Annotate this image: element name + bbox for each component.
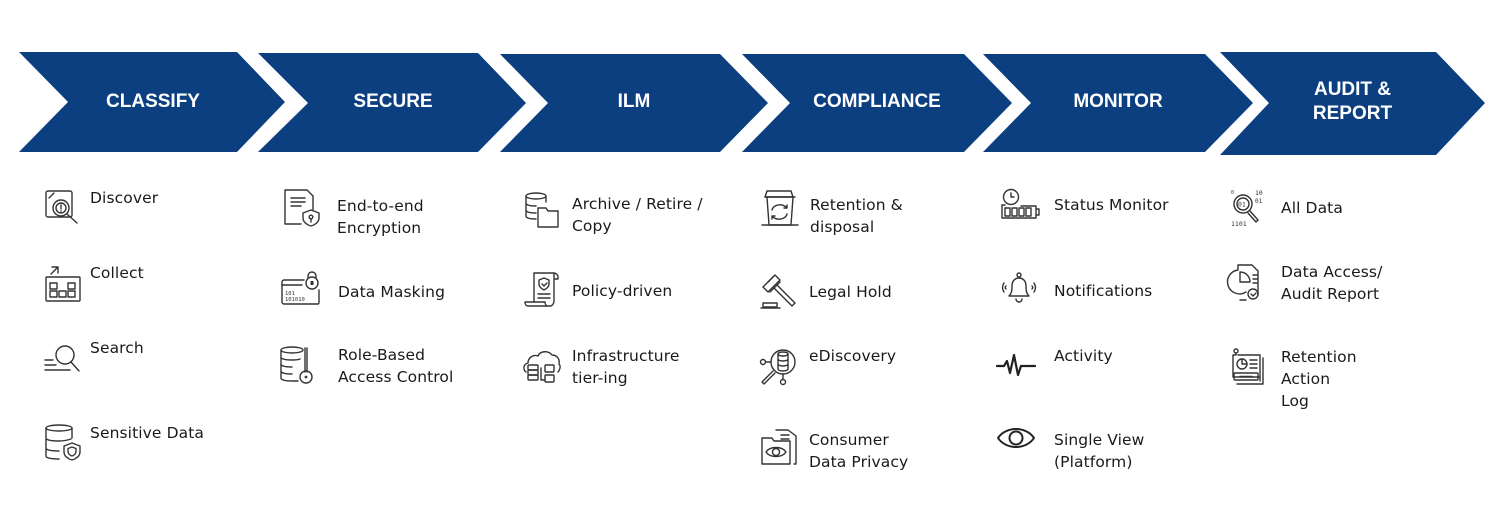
sensitive-data-icon <box>44 423 84 463</box>
discover-icon <box>44 188 84 228</box>
stage-audit-report-chevron: AUDIT & REPORT <box>1220 52 1488 155</box>
list-item-legal-hold: Legal Hold <box>760 272 892 312</box>
collect-icon <box>44 263 84 303</box>
audit-report-chart-icon <box>1226 262 1266 302</box>
search-icon <box>44 338 84 378</box>
gavel-icon <box>760 272 800 312</box>
list-item-consumer-privacy: Consumer Data Privacy <box>760 428 908 473</box>
cloud-infrastructure-icon <box>522 346 562 386</box>
list-item-single-view: Single View (Platform) <box>996 420 1144 473</box>
bell-icon <box>999 268 1039 308</box>
encryption-document-icon <box>283 188 323 228</box>
item-label: Activity <box>1054 347 1113 365</box>
list-item-audit-report: Data Access/ Audit Report <box>1226 262 1382 305</box>
item-label: Search <box>90 339 144 357</box>
svg-text:101010: 101010 <box>285 297 305 303</box>
item-label: End-to-end Encryption <box>337 197 424 237</box>
archive-database-folder-icon <box>524 192 564 232</box>
stage-classify-chevron: CLASSIFY <box>19 52 287 152</box>
stage-label: ILM <box>617 91 651 112</box>
item-label: Notifications <box>1054 282 1153 300</box>
ediscovery-icon <box>759 346 799 386</box>
chevron-shape <box>500 54 768 152</box>
item-label: All Data <box>1281 199 1343 217</box>
list-item-rbac: Role-Based Access Control <box>279 345 453 388</box>
stage-label: AUDIT & REPORT <box>1312 79 1393 124</box>
stage-compliance-chevron: COMPLIANCE <box>742 52 1014 152</box>
list-item-encryption: End-to-end Encryption <box>283 188 424 239</box>
list-item-activity: Activity <box>995 346 1113 386</box>
stage-secure-chevron: SECURE <box>258 52 528 152</box>
item-label: Single View (Platform) <box>1054 431 1145 471</box>
list-item-infrastructure: Infrastructure tier-ing <box>522 346 679 389</box>
list-item-retention-log: Retention Action Log <box>1230 348 1357 412</box>
item-label: Retention & disposal <box>810 196 903 236</box>
svg-text:01: 01 <box>1238 201 1246 209</box>
stage-label: SECURE <box>353 91 433 112</box>
item-label: Legal Hold <box>809 283 892 301</box>
item-label: Infrastructure tier-ing <box>572 347 680 387</box>
list-item-sensitive-data: Sensitive Data <box>44 423 204 463</box>
svg-text:1101: 1101 <box>1231 220 1247 228</box>
privacy-folder-eye-icon <box>760 428 800 468</box>
list-item-ediscovery: eDiscovery <box>759 346 896 386</box>
item-label: eDiscovery <box>809 347 897 365</box>
list-item-notifications: Notifications <box>999 268 1152 308</box>
chevron-shape <box>258 53 526 152</box>
list-item-retention-disposal: Retention & disposal <box>761 189 903 238</box>
chevron-shape <box>983 54 1253 152</box>
svg-text:10: 10 <box>1255 189 1263 197</box>
svg-text:0: 0 <box>1231 190 1234 196</box>
role-based-access-icon <box>279 345 319 385</box>
list-item-status-monitor: Status Monitor <box>1000 188 1169 228</box>
item-label: Archive / Retire / Copy <box>572 195 703 235</box>
list-item-collect: Collect <box>44 263 144 303</box>
policy-scroll-icon <box>524 271 564 311</box>
item-label: Data Access/ Audit Report <box>1281 263 1383 303</box>
retention-log-icon <box>1230 348 1270 388</box>
item-label: Policy-driven <box>572 282 673 300</box>
stage-label: CLASSIFY <box>106 91 200 112</box>
item-label: Role-Based Access Control <box>338 346 454 386</box>
stage-label: MONITOR <box>1073 91 1163 112</box>
item-label: Discover <box>90 189 159 207</box>
status-clock-battery-icon <box>1000 188 1040 228</box>
eye-icon <box>996 420 1036 460</box>
stage-label: COMPLIANCE <box>813 91 941 112</box>
recycle-bin-icon <box>761 189 801 229</box>
chevron-shape <box>742 54 1012 152</box>
activity-pulse-icon <box>995 346 1037 386</box>
stage-monitor-chevron: MONITOR <box>983 52 1255 152</box>
svg-text:101: 101 <box>285 291 295 297</box>
list-item-discover: Discover <box>44 188 158 228</box>
stage-ilm-chevron: ILM <box>500 52 770 152</box>
item-label: Collect <box>90 264 144 282</box>
item-label: Sensitive Data <box>90 424 205 442</box>
list-item-search: Search <box>44 338 144 378</box>
item-label: Consumer Data Privacy <box>809 431 909 471</box>
list-item-policy-driven: Policy-driven <box>524 271 672 311</box>
item-label: Status Monitor <box>1054 196 1169 214</box>
item-label: Data Masking <box>338 283 446 301</box>
chevron-shape <box>19 52 285 152</box>
list-item-archive: Archive / Retire / Copy <box>524 192 703 237</box>
chevron-shape <box>1220 52 1485 155</box>
svg-text:01: 01 <box>1255 198 1263 205</box>
item-label: Retention Action Log <box>1281 348 1357 410</box>
